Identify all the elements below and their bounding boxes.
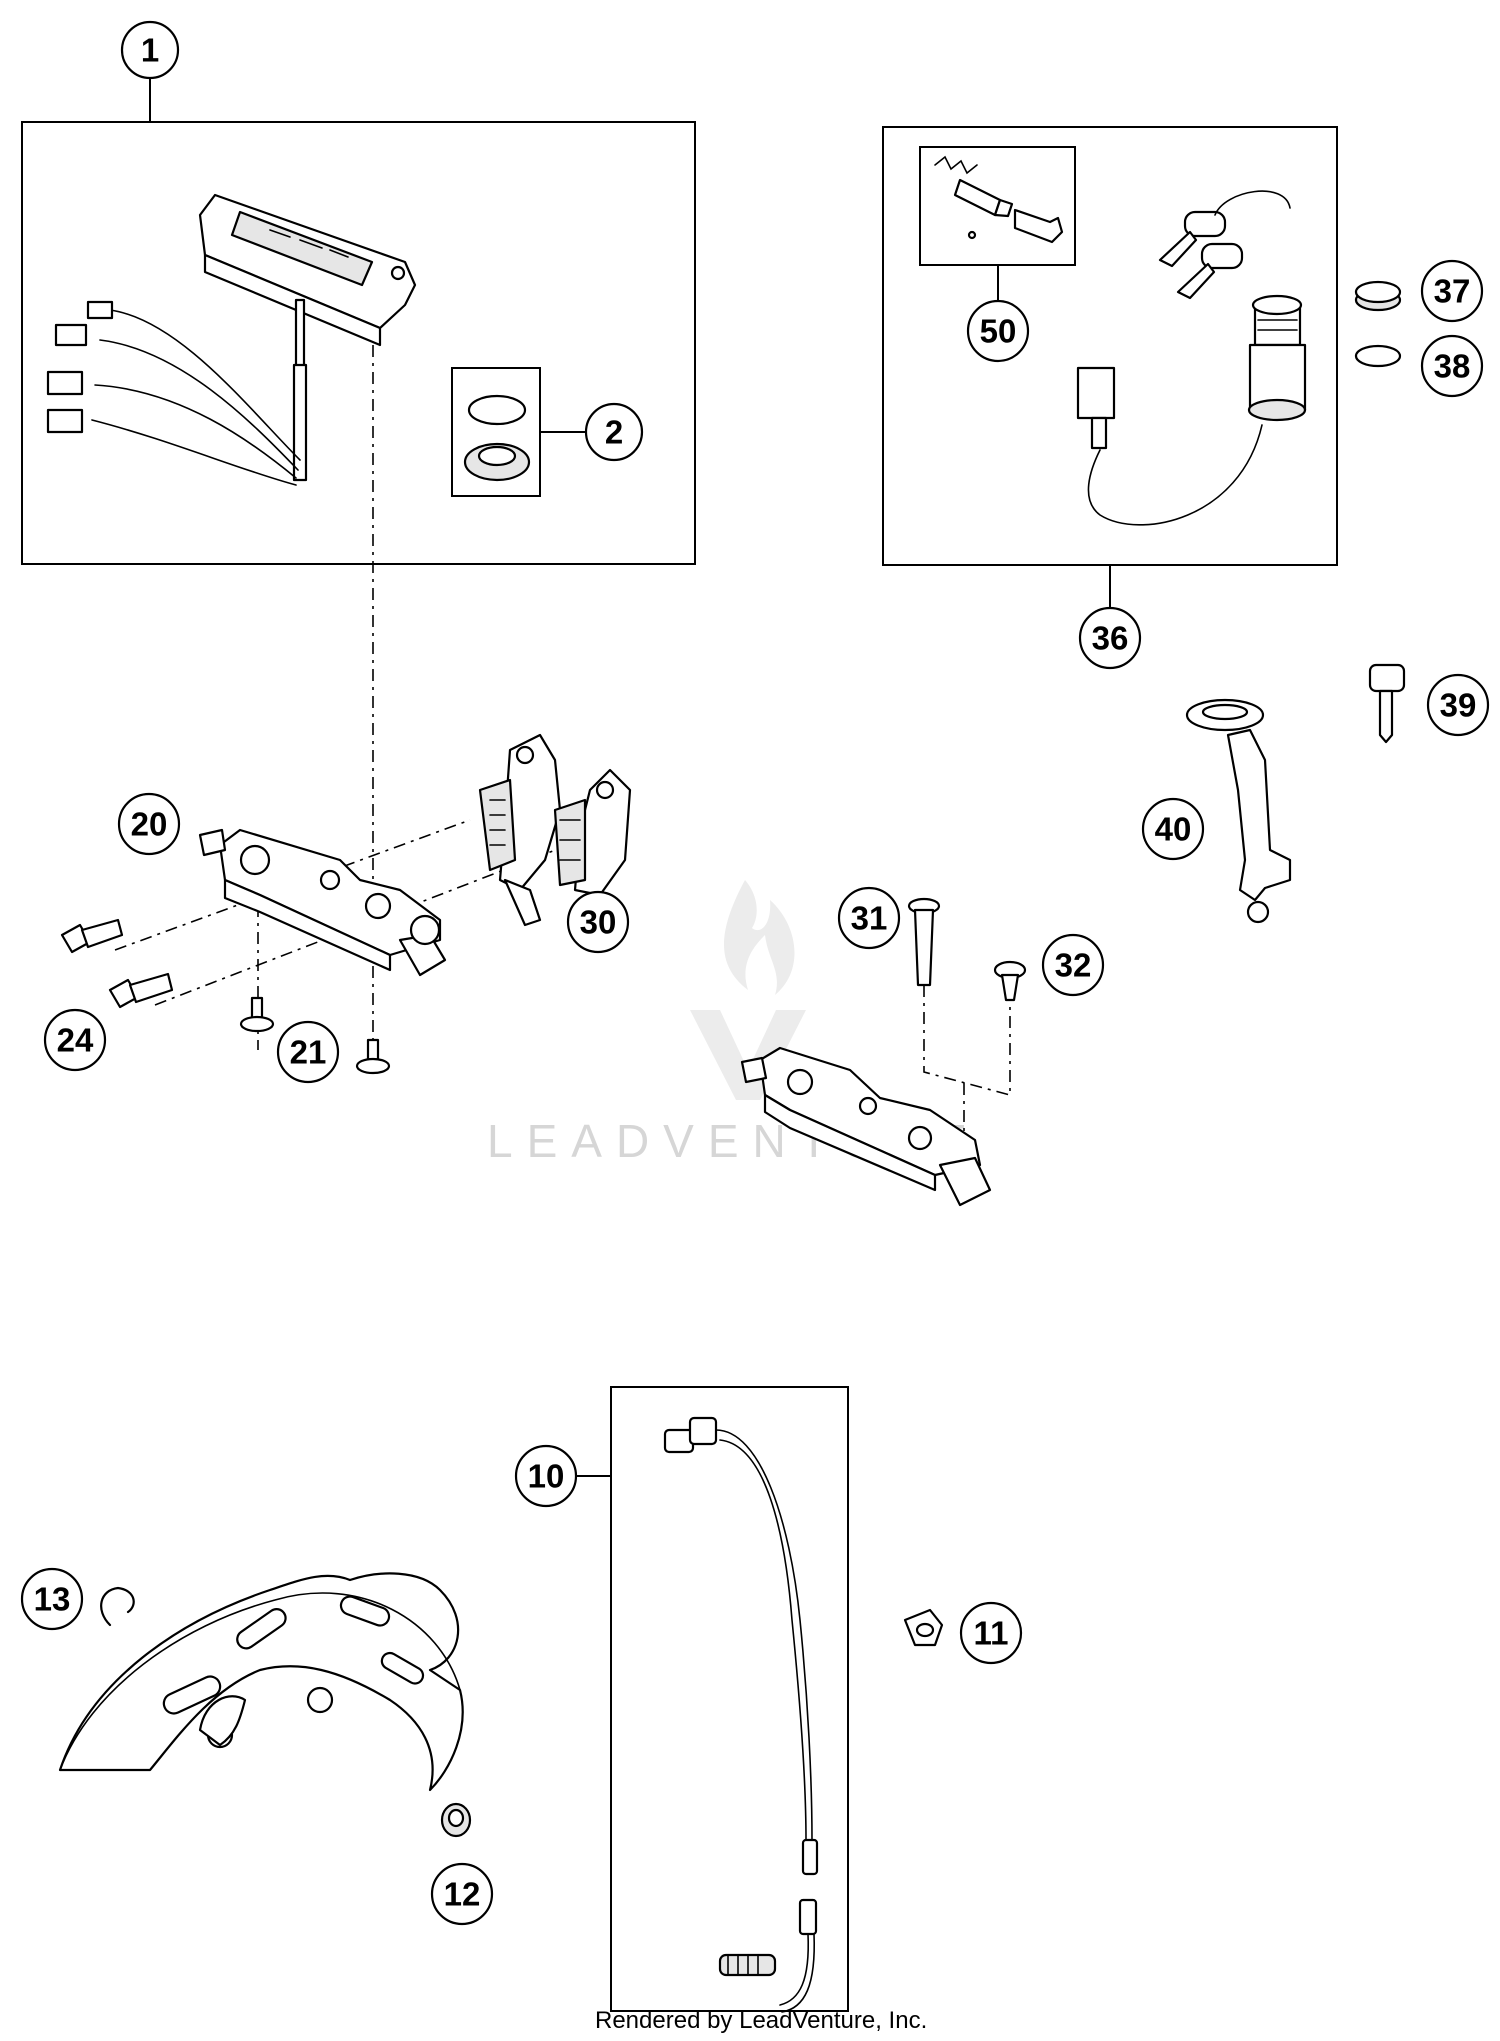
part-bracket-20 (198, 828, 447, 977)
svg-text:32: 32 (1055, 947, 1092, 984)
part-bracket-lower (740, 1046, 992, 1207)
svg-text:36: 36 (1092, 620, 1129, 657)
callout-50: 50 (966, 299, 1030, 363)
svg-text:24: 24 (57, 1022, 94, 1059)
svg-text:12: 12 (444, 1876, 481, 1913)
part-keys-pair (1158, 190, 1291, 300)
svg-text:40: 40 (1155, 811, 1192, 848)
svg-text:10: 10 (528, 1458, 565, 1495)
callout-32: 32 (1041, 933, 1105, 997)
callout-39: 39 (1426, 673, 1490, 737)
part-wiring-connectors (46, 300, 301, 486)
part-circlip-13 (100, 1586, 135, 1627)
callout-13: 13 (20, 1567, 84, 1631)
svg-text:39: 39 (1440, 687, 1477, 724)
watermark-flame-icon (724, 880, 795, 995)
part-lock-cylinder (934, 155, 1064, 244)
part-ignition-switch (1076, 294, 1307, 526)
part-key-39 (1368, 663, 1406, 744)
part-screw-21 (239, 996, 391, 1075)
callout-36: 36 (1078, 606, 1142, 670)
part-bolt-24 (60, 918, 124, 954)
part-bracket-30 (478, 733, 632, 927)
part-stud-32 (993, 960, 1027, 1002)
svg-text:1: 1 (141, 32, 159, 69)
svg-text:13: 13 (34, 1581, 71, 1618)
part-bolt-24b (108, 972, 174, 1009)
callout-30: 30 (566, 890, 630, 954)
svg-text:37: 37 (1434, 273, 1471, 310)
callout-37: 37 (1420, 259, 1484, 323)
part-speedometer (198, 193, 417, 482)
callout-11: 11 (959, 1601, 1023, 1665)
callout-31: 31 (837, 886, 901, 950)
svg-text:50: 50 (980, 313, 1017, 350)
svg-text:31: 31 (851, 900, 888, 937)
callout-10: 10 (514, 1444, 578, 1508)
svg-text:20: 20 (131, 806, 168, 843)
callout-40: 40 (1141, 797, 1205, 861)
svg-text:11: 11 (974, 1615, 1009, 1652)
callout-24: 24 (43, 1008, 107, 1072)
part-cable-clip-11 (903, 1608, 944, 1647)
callout-1: 1 (120, 20, 180, 80)
part-lock-bracket-40 (1185, 698, 1292, 924)
callout-21: 21 (276, 1020, 340, 1084)
part-nut-37 (1354, 280, 1402, 312)
part-washer-38 (1354, 344, 1402, 368)
group-frame-1 (21, 121, 696, 565)
part-o-ring (467, 394, 527, 426)
svg-text:30: 30 (580, 904, 617, 941)
svg-text:2: 2 (605, 414, 623, 451)
render-credit: Rendered by LeadVenture, Inc. (595, 2007, 927, 2034)
part-pin-31 (907, 897, 941, 987)
svg-text:21: 21 (290, 1034, 327, 1071)
callout-20: 20 (117, 792, 181, 856)
part-nut-12 (440, 1802, 472, 1838)
group-frame-10 (610, 1386, 849, 2012)
watermark-v-icon (690, 1010, 806, 1100)
part-sensor-cable (663, 1416, 819, 2013)
svg-text:38: 38 (1434, 348, 1471, 385)
callout-2: 2 (584, 402, 644, 462)
callout-38: 38 (1420, 334, 1484, 398)
part-grommet (463, 442, 531, 482)
callout-12: 12 (430, 1862, 494, 1926)
part-brake-disc (58, 1572, 464, 1792)
